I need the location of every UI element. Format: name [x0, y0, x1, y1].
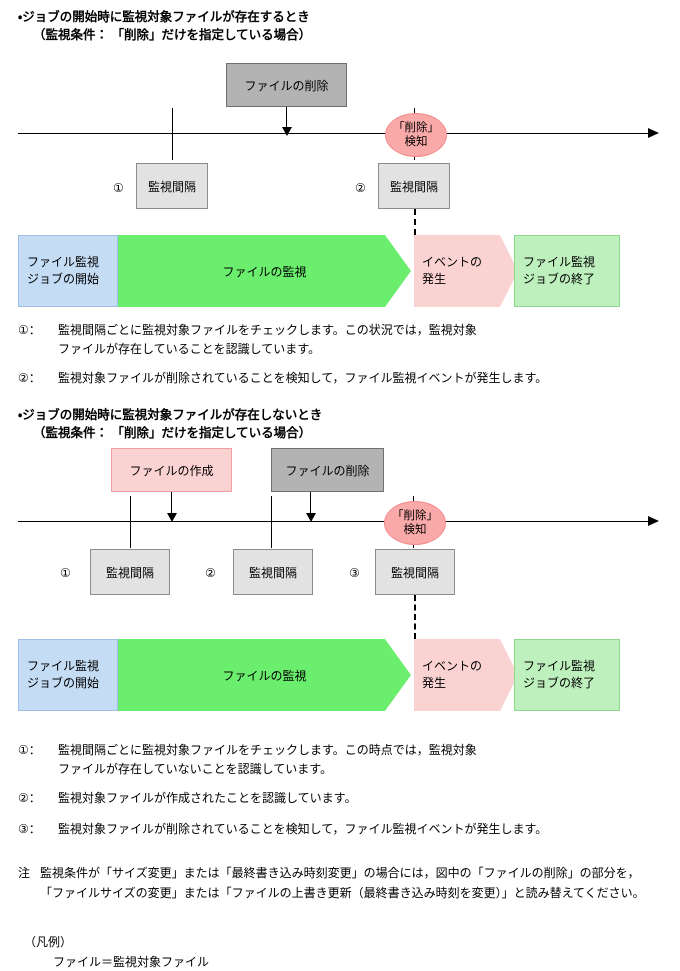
- section1-band-event-line2: 発生: [422, 272, 447, 286]
- section2-delete-drop-line: [310, 492, 311, 515]
- section2-tick-1: [130, 496, 131, 548]
- section1-interval-mark-2: ②: [355, 181, 366, 195]
- section2-interval-box-1: 監視間隔: [90, 549, 170, 595]
- section2-create-drop-arrowhead: [167, 513, 177, 522]
- section2-band-end-line1: ファイル監視: [523, 659, 596, 673]
- section1-delete-drop-line: [286, 107, 287, 129]
- section1-timeline-axis: [18, 133, 650, 134]
- section2-interval-box-2: 監視間隔: [233, 549, 313, 595]
- section2-band-job-start: ファイル監視 ジョブの開始: [18, 639, 118, 711]
- section2-timeline-arrowhead: [648, 516, 659, 526]
- section2-title-line1: ・ジョブの開始時に監視対象ファイルが存在しないとき: [18, 408, 323, 422]
- section1-note-2-marker: ②：: [18, 371, 41, 385]
- section1-note-1-text: 監視間隔ごとに監視対象ファイルをチェックします。この状況では，監視対象 ファイル…: [58, 323, 477, 356]
- section1-notes: ①： 監視間隔ごとに監視対象ファイルをチェックします。この状況では，監視対象 フ…: [18, 321, 658, 388]
- section2-title-line2: （監視条件： 「削除」だけを指定している場合）: [33, 426, 312, 440]
- section2-band-event-line2: 発生: [422, 676, 447, 690]
- section2-note-2: ②： 監視対象ファイルが作成されたことを認識しています。: [18, 789, 658, 808]
- section1-band-start-line1: ファイル監視: [27, 255, 100, 269]
- section1-band-start-line2: ジョブの開始: [27, 272, 100, 286]
- legend-title: （凡例）: [24, 935, 73, 949]
- section2-note-3-marker: ③：: [18, 822, 41, 836]
- section1-delete-detection-ellipse: 「削除」 検知: [385, 113, 447, 157]
- section2-note-2-text: 監視対象ファイルが作成されたことを認識しています。: [58, 791, 357, 805]
- section1-band-end-line1: ファイル監視: [523, 255, 596, 269]
- section1-detect-ellipse-line2: 検知: [404, 136, 428, 148]
- section1-note-1-marker: ①：: [18, 323, 41, 337]
- section1-band-file-monitoring: ファイルの監視: [118, 235, 411, 307]
- section1-note-2-text: 監視対象ファイルが削除されていることを検知して，ファイル監視イベントが発生します…: [58, 371, 548, 385]
- section2-event-dashed-connector: [414, 595, 416, 639]
- section2-band-end-line2: ジョブの終了: [523, 676, 596, 690]
- section2-band-start-line1: ファイル監視: [27, 659, 100, 673]
- section2-note-1: ①： 監視間隔ごとに監視対象ファイルをチェックします。この時点では，監視対象 フ…: [18, 741, 658, 779]
- section1-interval-mark-1: ①: [113, 181, 124, 195]
- section1-interval-box-1: 監視間隔: [136, 163, 208, 209]
- section2-note-2-marker: ②：: [18, 791, 41, 805]
- section2-interval-mark-1: ①: [60, 566, 71, 580]
- section1-note-2: ②： 監視対象ファイルが削除されていることを検知して，ファイル監視イベントが発生…: [18, 369, 658, 388]
- section2-interval-box-3: 監視間隔: [375, 549, 455, 595]
- section1-band-job-end: ファイル監視 ジョブの終了: [514, 235, 620, 307]
- section1-interval-box-2: 監視間隔: [378, 163, 450, 209]
- section1-file-delete-box: ファイルの削除: [226, 63, 347, 107]
- section2-file-delete-box: ファイルの削除: [271, 448, 384, 492]
- section2-note-3-text: 監視対象ファイルが削除されていることを検知して，ファイル監視イベントが発生します…: [58, 822, 548, 836]
- section2-timeline-axis: [18, 521, 650, 522]
- section2-band-file-monitoring: ファイルの監視: [118, 639, 411, 711]
- section2-interval-mark-3: ③: [349, 566, 360, 580]
- section2-detect-ellipse-line2: 検知: [403, 524, 427, 536]
- section1-detect-ellipse-line1: 「削除」: [393, 122, 439, 134]
- legend-item: ファイル＝監視対象ファイル: [53, 955, 210, 969]
- section1-band-end-line2: ジョブの終了: [523, 272, 596, 286]
- section1-timeline-arrowhead: [648, 128, 659, 138]
- section2-note-3: ③： 監視対象ファイルが削除されていることを検知して，ファイル監視イベントが発生…: [18, 820, 658, 839]
- section2-delete-drop-arrowhead: [306, 513, 316, 522]
- section1-event-dashed-connector: [414, 209, 416, 235]
- section1-delete-drop-arrowhead: [282, 127, 292, 136]
- footnote-marker: 注: [18, 866, 31, 880]
- footnote: 注 監視条件が「サイズ変更」または「最終書き込み時刻変更」の場合には，図中の「フ…: [18, 863, 654, 903]
- section2-tick-2: [271, 496, 272, 548]
- section1-tick-1: [172, 108, 173, 160]
- section2-note-1-text: 監視間隔ごとに監視対象ファイルをチェックします。この時点では，監視対象 ファイル…: [58, 743, 477, 776]
- section2-band-start-line2: ジョブの開始: [27, 676, 100, 690]
- section1-band-event-line1: イベントの: [422, 255, 483, 269]
- section1-title-line2: （監視条件： 「削除」だけを指定している場合）: [33, 28, 312, 42]
- section2-band-event-occurrence: イベントの 発生: [414, 639, 518, 711]
- section2-delete-detection-ellipse: 「削除」 検知: [384, 501, 446, 545]
- section1-band-job-start: ファイル監視 ジョブの開始: [18, 235, 118, 307]
- section2-file-create-box: ファイルの作成: [111, 448, 232, 492]
- section2-notes: ①： 監視間隔ごとに監視対象ファイルをチェックします。この時点では，監視対象 フ…: [18, 741, 658, 839]
- section2-create-drop-line: [171, 492, 172, 515]
- section2-band-event-line1: イベントの: [422, 659, 483, 673]
- section1-note-1: ①： 監視間隔ごとに監視対象ファイルをチェックします。この状況では，監視対象 フ…: [18, 321, 658, 359]
- section1-band-event-occurrence: イベントの 発生: [414, 235, 518, 307]
- section2-interval-mark-2: ②: [205, 566, 216, 580]
- footnote-text: 監視条件が「サイズ変更」または「最終書き込み時刻変更」の場合には，図中の「ファイ…: [40, 866, 645, 900]
- section2-note-1-marker: ①：: [18, 743, 41, 757]
- section2-detect-ellipse-line1: 「削除」: [392, 510, 438, 522]
- section1-title-line1: ・ジョブの開始時に監視対象ファイルが存在するとき: [18, 10, 310, 24]
- section2-band-job-end: ファイル監視 ジョブの終了: [514, 639, 620, 711]
